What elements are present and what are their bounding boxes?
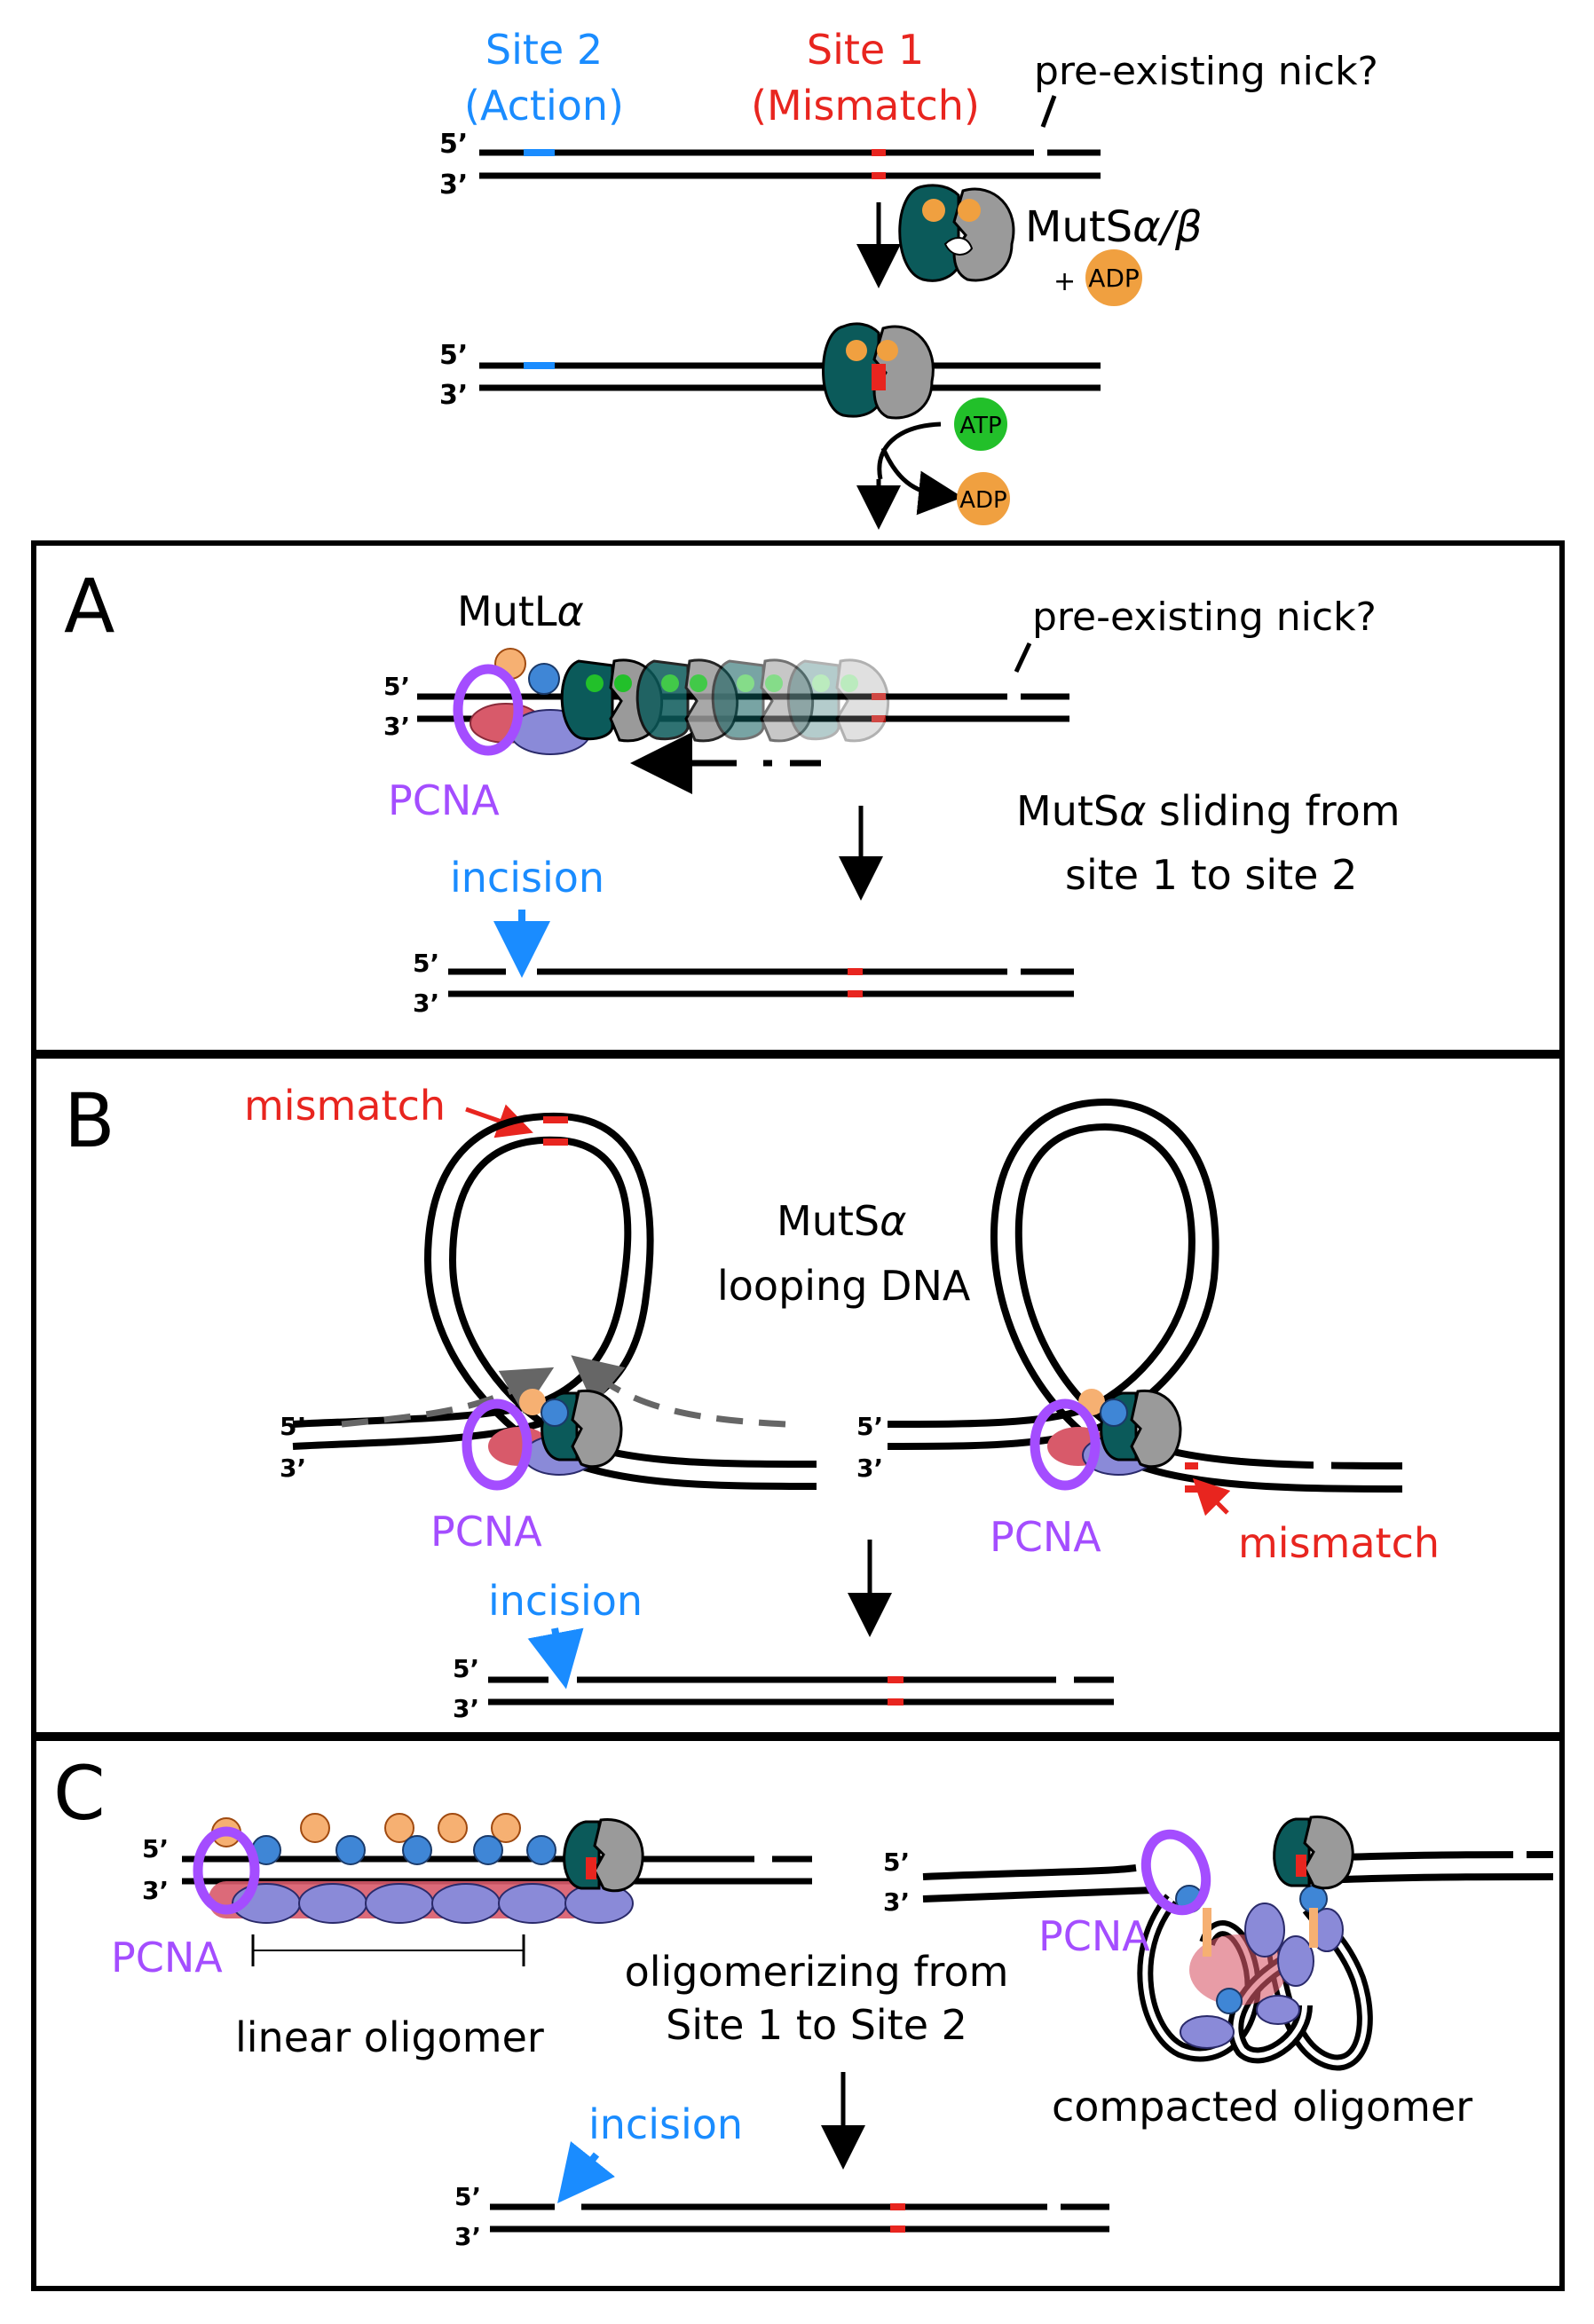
muts-sliding-train — [560, 658, 890, 743]
svg-text:5’: 5’ — [883, 1847, 910, 1877]
pcna-ring-c-left — [193, 1826, 260, 1915]
panel-c: C 5’ 3’ — [31, 1736, 1565, 2291]
svg-text:5’: 5’ — [856, 1412, 883, 1441]
mismatch-label-top: mismatch — [244, 1082, 446, 1130]
muts-mutl-complex-left — [488, 1389, 623, 1476]
site1-label: Site 1 — [807, 26, 924, 74]
pcna-label-b-right: PCNA — [990, 1513, 1101, 1561]
pcna-label-b-left: PCNA — [430, 1508, 542, 1556]
site1-sublabel: (Mismatch) — [751, 82, 980, 130]
nick-pointer — [1040, 95, 1057, 128]
panel-b: B mismatch 5’ 3’ PCNA MutSα looping DNA — [31, 1053, 1565, 1737]
plus-sign: + — [1053, 266, 1076, 297]
panel-b-center-2: looping DNA — [717, 1262, 971, 1310]
pcna-ring-b-left — [462, 1398, 533, 1491]
strand-3-label: 3’ — [439, 169, 468, 201]
incision-label-c: incision — [588, 2100, 743, 2148]
pcna-label-a: PCNA — [388, 776, 500, 824]
svg-text:5’: 5’ — [453, 1654, 479, 1683]
panel-b-frame — [31, 1053, 1565, 1737]
pcna-label-c-left: PCNA — [111, 1934, 223, 1981]
panel-a-letter: A — [64, 563, 114, 650]
svg-text:3’: 3’ — [413, 989, 439, 1018]
panel-c-center-2: Site 1 to Site 2 — [666, 2001, 967, 2049]
atp-label: ATP — [959, 413, 1001, 439]
compacted-oligomer-dna — [922, 1851, 1554, 2071]
adp-circle-1 — [1085, 249, 1142, 306]
dna-top-1: 5’ 3’ — [439, 129, 1101, 201]
nick-label-a: pre-existing nick? — [1032, 595, 1377, 640]
mutl-label: MutLα — [457, 587, 584, 635]
pcna-ring-b-right — [1030, 1398, 1101, 1491]
atp-arrow-curve — [877, 421, 942, 480]
adp-release-arrow — [880, 447, 963, 516]
panel-a: A MutLα pre-existing nick? 5’ 3’ PCNA Mu… — [31, 540, 1565, 1055]
panel-c-center-1: oligomerizing from — [625, 1948, 1009, 1996]
incision-label-a: incision — [450, 854, 604, 902]
muts-label: MutSα/β — [1025, 202, 1203, 252]
site2-label: Site 2 — [485, 26, 603, 74]
incision-label-b: incision — [488, 1577, 643, 1625]
oligomer-length-bar — [251, 1934, 525, 1966]
adp-label-2: ADP — [959, 487, 1007, 514]
svg-text:5’: 5’ — [413, 949, 439, 978]
svg-text:3’: 3’ — [453, 1694, 479, 1723]
muts-bound-icon — [822, 322, 935, 420]
nick-label-top: pre-existing nick? — [1034, 49, 1378, 94]
panel-c-frame — [31, 1736, 1565, 2291]
linear-oligomer-label: linear oligomer — [235, 2013, 544, 2061]
adp-circle-2 — [957, 472, 1010, 525]
svg-text:5’: 5’ — [280, 1412, 306, 1441]
pcna-ring-c-right — [1140, 1829, 1211, 1916]
muts-protein-icon — [898, 184, 1015, 282]
svg-text:5’: 5’ — [142, 1834, 169, 1863]
panel-a-frame — [31, 540, 1565, 1055]
pcna-ring-a — [453, 664, 524, 756]
strand-5-label: 5’ — [439, 129, 468, 160]
svg-text:3’: 3’ — [383, 712, 410, 741]
adp-label-1: ADP — [1088, 264, 1140, 293]
svg-text:3’: 3’ — [439, 380, 468, 411]
svg-text:3’: 3’ — [142, 1876, 169, 1905]
compacted-oligomer-label: compacted oligomer — [1052, 2083, 1472, 2131]
site2-sublabel: (Action) — [464, 82, 624, 130]
dna-top-2: 5’ 3’ — [439, 340, 1101, 411]
panel-b-center-1: MutSα — [777, 1197, 906, 1245]
svg-text:5’: 5’ — [454, 2182, 481, 2211]
svg-text:5’: 5’ — [439, 340, 468, 371]
panel-c-letter: C — [53, 1750, 106, 1837]
atp-circle — [954, 398, 1007, 451]
panel-a-desc-1: MutSα sliding from — [1016, 787, 1401, 835]
svg-text:5’: 5’ — [383, 672, 410, 701]
panel-b-letter: B — [64, 1077, 115, 1164]
top-section: Site 2 (Action) Site 1 (Mismatch) pre-ex… — [439, 26, 1378, 530]
svg-text:3’: 3’ — [856, 1453, 883, 1483]
muts-mutl-complex-right — [1047, 1389, 1182, 1476]
svg-text:3’: 3’ — [883, 1887, 910, 1917]
svg-text:3’: 3’ — [454, 2222, 481, 2251]
mismatch-label-right: mismatch — [1238, 1519, 1440, 1567]
panel-a-desc-2: site 1 to site 2 — [1065, 851, 1357, 899]
linear-oligomer — [209, 1813, 644, 1924]
svg-text:3’: 3’ — [280, 1453, 306, 1483]
compacted-oligomer-proteins — [1175, 1816, 1354, 2049]
pcna-label-c-right: PCNA — [1038, 1912, 1150, 1960]
